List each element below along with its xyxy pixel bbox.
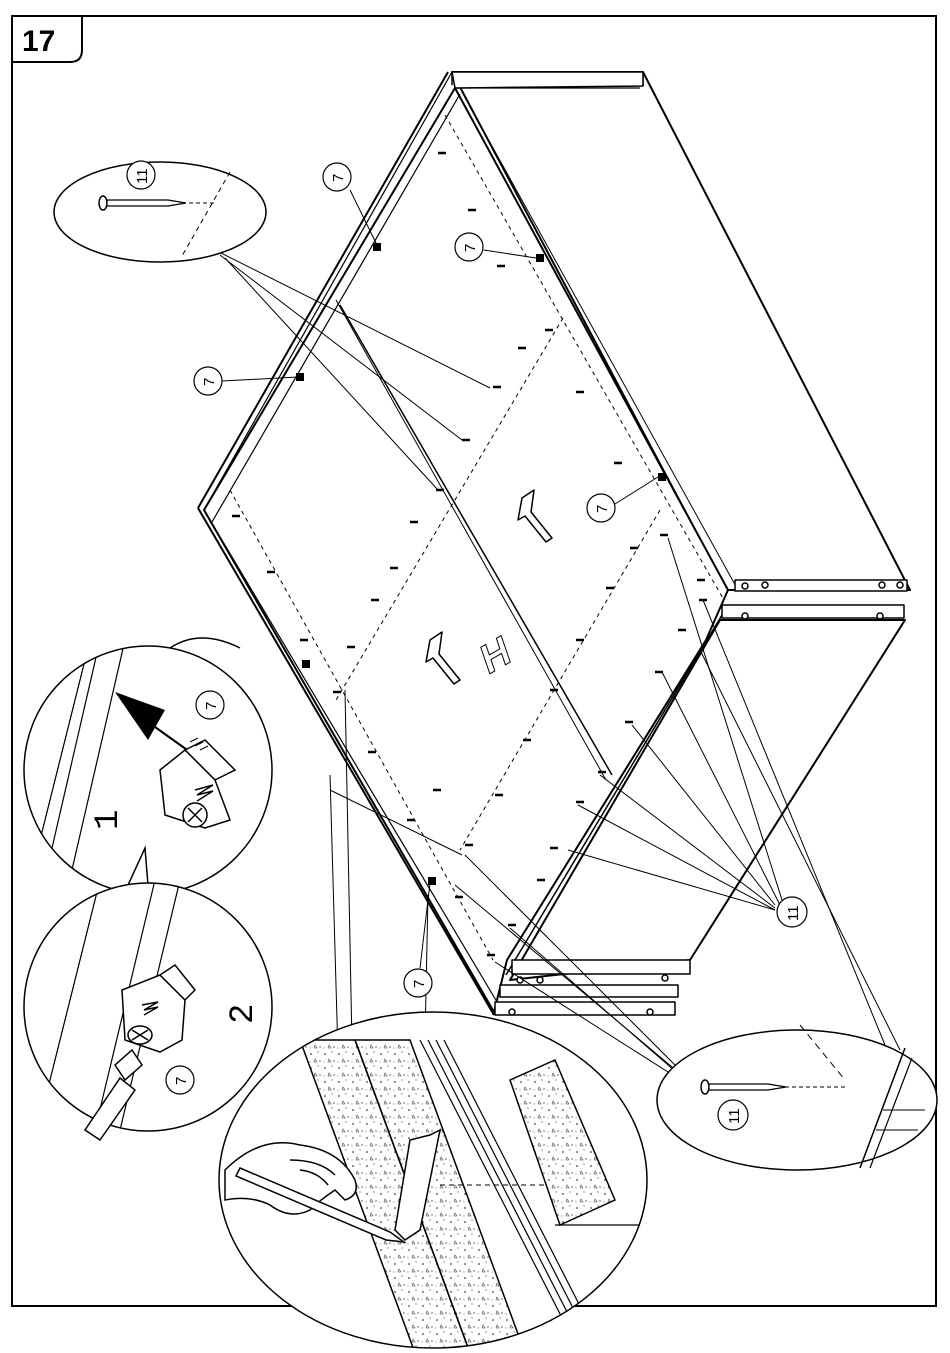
shelf-ends-right: [722, 580, 907, 619]
callout-nail-main: 11: [777, 897, 807, 927]
step-number: 17: [22, 25, 55, 58]
bracket-label: 7: [462, 244, 479, 252]
callout-bracket-e: 7: [404, 883, 432, 997]
step-two-label: 2: [225, 1004, 263, 1024]
bracket-label: 7: [411, 980, 428, 988]
bracket-label: 7: [203, 702, 220, 710]
cabinet-assembly: H: [198, 72, 910, 1015]
bracket-label: 7: [201, 378, 218, 386]
nailing-detail-bottom: [219, 1012, 647, 1353]
nail-label: 11: [134, 168, 151, 184]
bracket-detail-step-1: 1 7: [24, 638, 272, 900]
bracket-label: 7: [173, 1077, 190, 1085]
nail-label: 11: [785, 905, 802, 921]
bracket-label: 7: [594, 505, 611, 513]
nail-label: 11: [726, 1108, 743, 1124]
nail-detail-top: 11: [54, 161, 266, 262]
nail-detail-right: 11: [657, 1025, 937, 1170]
step-one-label: 1: [90, 810, 128, 830]
shelf-ends-bottom: [495, 960, 690, 1015]
step-number-tab: 17: [12, 16, 82, 62]
bracket-label: 7: [330, 174, 347, 182]
bracket-detail-step-2: 2 7: [24, 848, 272, 1140]
